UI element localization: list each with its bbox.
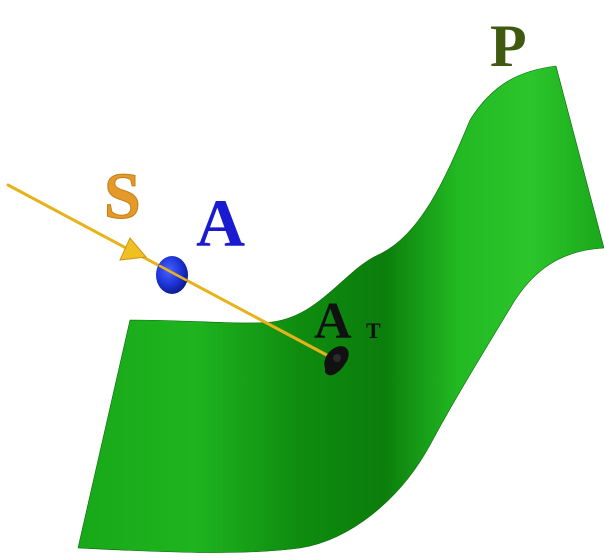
surface-label: P: [490, 13, 527, 79]
target-label: A: [314, 293, 352, 350]
surface-p: [77, 65, 604, 553]
point-a-marker: [156, 256, 188, 294]
point-a-label: A: [196, 185, 245, 261]
ray-label: S: [104, 160, 141, 233]
ray-arrowhead: [119, 237, 147, 261]
target-label-subscript: T: [366, 318, 381, 343]
target-mark-hole: [333, 354, 341, 362]
ray-line-over-a: [158, 264, 188, 282]
